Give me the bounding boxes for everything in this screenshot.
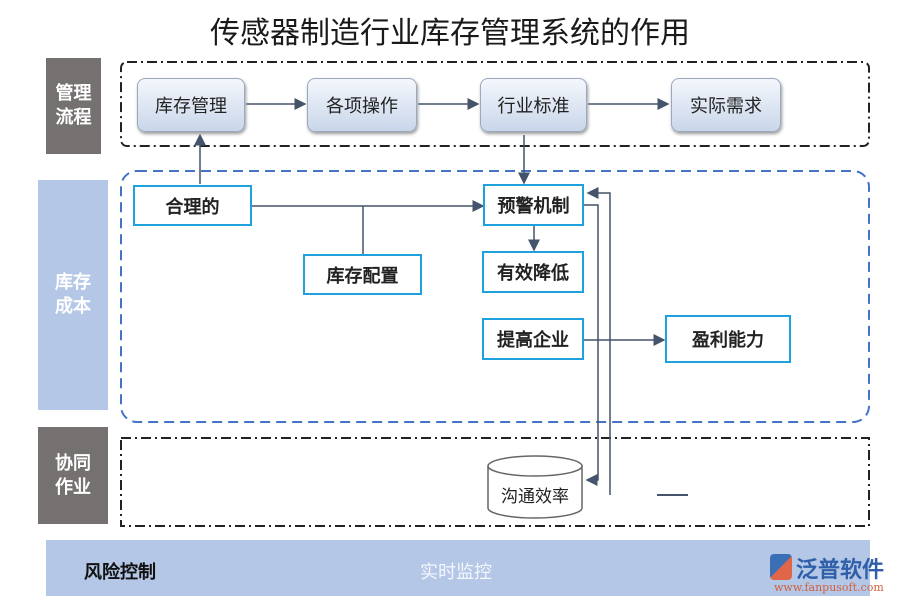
logo-icon — [770, 554, 792, 580]
section-label-process: 管理流程 — [46, 58, 101, 154]
step-industry-standard: 行业标准 — [480, 78, 587, 132]
section-label-text: 管理流程 — [55, 83, 92, 128]
section-label-text: 库存成本 — [55, 272, 91, 317]
section-label-cost: 库存成本 — [38, 180, 108, 410]
database-cylinder — [487, 455, 583, 519]
logo: 泛普软件 www.fanpusoft.com — [770, 552, 895, 597]
step-operations: 各项操作 — [307, 78, 417, 132]
process-frame — [120, 61, 870, 147]
step-actual-demand: 实际需求 — [671, 78, 781, 132]
cost-frame — [120, 170, 870, 423]
logo-url: www.fanpusoft.com — [774, 581, 884, 594]
section-label-text: 协同作业 — [55, 452, 91, 498]
logo-name: 泛普软件 — [796, 558, 885, 583]
node-improve-enterprise: 提高企业 — [482, 318, 584, 360]
node-inventory-config: 库存配置 — [303, 254, 422, 295]
step-inventory-management: 库存管理 — [137, 78, 245, 132]
risk-control-label: 风险控制 — [84, 562, 156, 583]
realtime-monitor-label: 实时监控 — [420, 562, 492, 583]
node-communication-efficiency: 沟通效率 — [501, 487, 569, 507]
node-effective-reduce: 有效降低 — [482, 251, 584, 293]
section-label-collab: 协同作业 — [38, 427, 108, 524]
node-profitability: 盈利能力 — [665, 315, 791, 363]
node-reasonable: 合理的 — [133, 185, 252, 226]
footer-bar: 风险控制 实时监控 — [46, 540, 870, 596]
collab-frame — [120, 437, 870, 527]
page-title: 传感器制造行业库存管理系统的作用 — [210, 16, 690, 51]
node-warning-mechanism: 预警机制 — [483, 184, 584, 226]
